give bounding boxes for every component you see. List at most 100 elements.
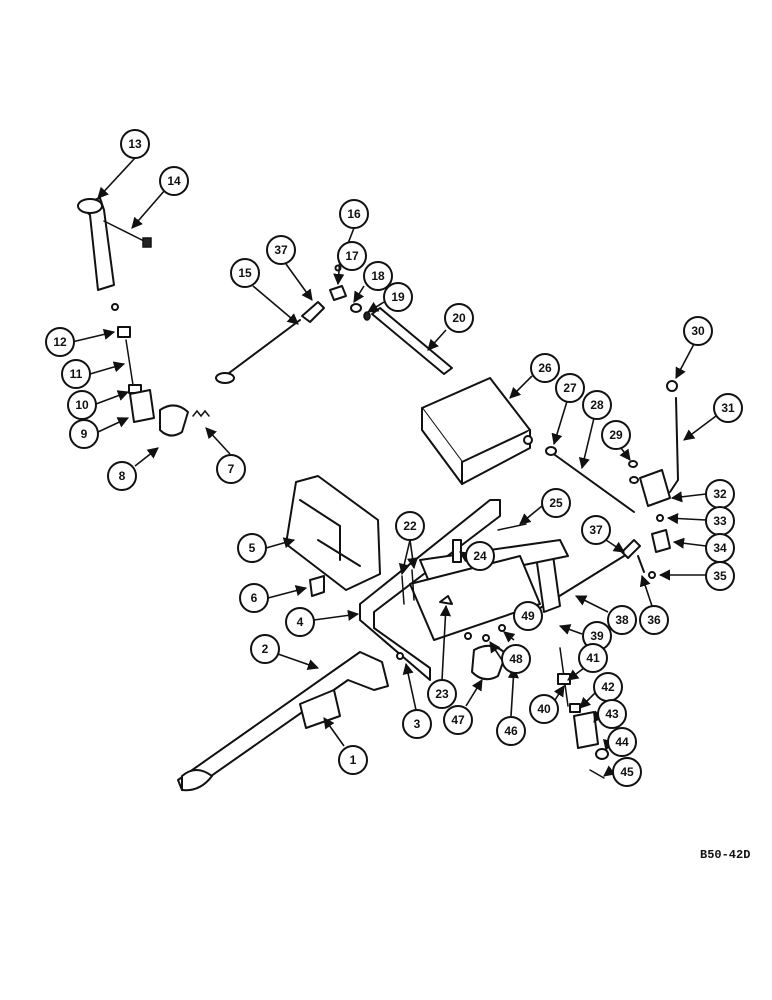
callout-29: 29 — [601, 420, 631, 450]
part-24-pin — [452, 539, 462, 563]
callout-31: 31 — [713, 393, 743, 423]
leader-6 — [267, 585, 308, 599]
leader-9 — [97, 417, 130, 433]
callout-17: 17 — [337, 241, 367, 271]
leader-37-low — [605, 539, 625, 553]
part-22-pin-b — [411, 569, 415, 601]
leader-46 — [507, 666, 519, 717]
leader-14 — [131, 189, 166, 229]
part-7-spring — [192, 409, 210, 418]
part-48-washer — [464, 632, 472, 640]
part-14-head — [142, 237, 152, 248]
leader-20 — [427, 329, 447, 351]
svg-text:10: 10 — [75, 398, 89, 412]
svg-text:44: 44 — [615, 735, 629, 749]
leader-22a — [398, 539, 411, 576]
part-28-rod — [554, 454, 635, 513]
callout-36: 36 — [639, 605, 669, 635]
svg-text:11: 11 — [70, 367, 83, 381]
svg-text:34: 34 — [713, 541, 727, 555]
leader-31 — [683, 415, 717, 441]
callout-30: 30 — [683, 316, 713, 346]
leader-29 — [619, 447, 631, 461]
part-47-cam — [471, 644, 507, 681]
callout-37-top: 37 — [266, 235, 296, 265]
leader-22b — [407, 539, 419, 570]
svg-text:15: 15 — [238, 266, 252, 280]
part-13-eye — [77, 198, 103, 214]
callout-23: 23 — [427, 679, 457, 709]
callout-43: 43 — [597, 699, 627, 729]
svg-text:48: 48 — [509, 652, 523, 666]
part-pin — [111, 303, 119, 311]
svg-text:25: 25 — [549, 496, 563, 510]
part-15-eye — [215, 372, 235, 384]
callout-20: 20 — [444, 303, 474, 333]
svg-text:5: 5 — [249, 541, 256, 555]
part-33-pin — [656, 514, 664, 522]
svg-text:27: 27 — [563, 381, 577, 395]
svg-text:32: 32 — [713, 487, 727, 501]
callout-42: 42 — [593, 672, 623, 702]
svg-text:1: 1 — [350, 753, 357, 767]
part-23-clip — [439, 595, 453, 605]
svg-text:29: 29 — [609, 428, 623, 442]
callout-47: 47 — [443, 705, 473, 735]
svg-text:19: 19 — [391, 290, 405, 304]
svg-text:49: 49 — [521, 609, 535, 623]
callout-26: 26 — [530, 353, 560, 383]
callout-1: 1 — [338, 745, 368, 775]
part-43-block — [573, 711, 599, 749]
callout-46: 46 — [496, 716, 526, 746]
leader-47 — [465, 679, 483, 707]
svg-text:3: 3 — [414, 717, 421, 731]
part-26-hole — [523, 435, 533, 445]
leader-2 — [277, 653, 320, 670]
callout-18: 18 — [363, 261, 393, 291]
part-31-lever — [669, 397, 679, 493]
callout-40: 40 — [529, 694, 559, 724]
svg-text:13: 13 — [128, 137, 142, 151]
svg-text:6: 6 — [251, 591, 258, 605]
drawing-code: B50-42D — [700, 848, 751, 862]
leader-18 — [353, 285, 365, 303]
part-17-block — [329, 285, 347, 301]
part-48-pin — [482, 634, 490, 642]
leader-1 — [323, 717, 345, 747]
leader-26 — [509, 375, 533, 399]
callout-33: 33 — [705, 506, 735, 536]
callout-14: 14 — [159, 166, 189, 196]
svg-text:9: 9 — [81, 427, 88, 441]
callout-45: 45 — [612, 757, 642, 787]
callout-38: 38 — [607, 605, 637, 635]
part-15-rod — [224, 319, 301, 377]
part-29-nut-b — [629, 476, 639, 484]
leader-12 — [71, 328, 116, 343]
leader-3 — [402, 662, 417, 711]
leader-8 — [134, 447, 159, 467]
part-2-hook — [181, 769, 213, 792]
part-30-knob — [666, 380, 678, 392]
svg-text:37: 37 — [589, 523, 603, 537]
callout-10: 10 — [67, 390, 97, 420]
leader-5 — [265, 537, 296, 549]
svg-text:41: 41 — [586, 651, 600, 665]
svg-text:36: 36 — [647, 613, 661, 627]
svg-text:18: 18 — [371, 269, 385, 283]
part-14-bolt — [103, 220, 149, 244]
part-9-block — [129, 389, 155, 423]
leader-28 — [578, 417, 595, 470]
part-32-bracket — [639, 469, 671, 507]
svg-text:2: 2 — [262, 642, 269, 656]
part-45-pin — [589, 769, 605, 779]
callout-7: 7 — [216, 454, 246, 484]
leader-30 — [675, 343, 695, 379]
leader-11 — [89, 361, 126, 375]
leader-19 — [367, 301, 385, 313]
svg-text:28: 28 — [590, 398, 604, 412]
leader-36 — [639, 574, 653, 607]
part-34-block — [651, 529, 671, 553]
part-25-bolt — [497, 523, 527, 531]
svg-text:23: 23 — [435, 687, 449, 701]
svg-text:16: 16 — [347, 207, 361, 221]
